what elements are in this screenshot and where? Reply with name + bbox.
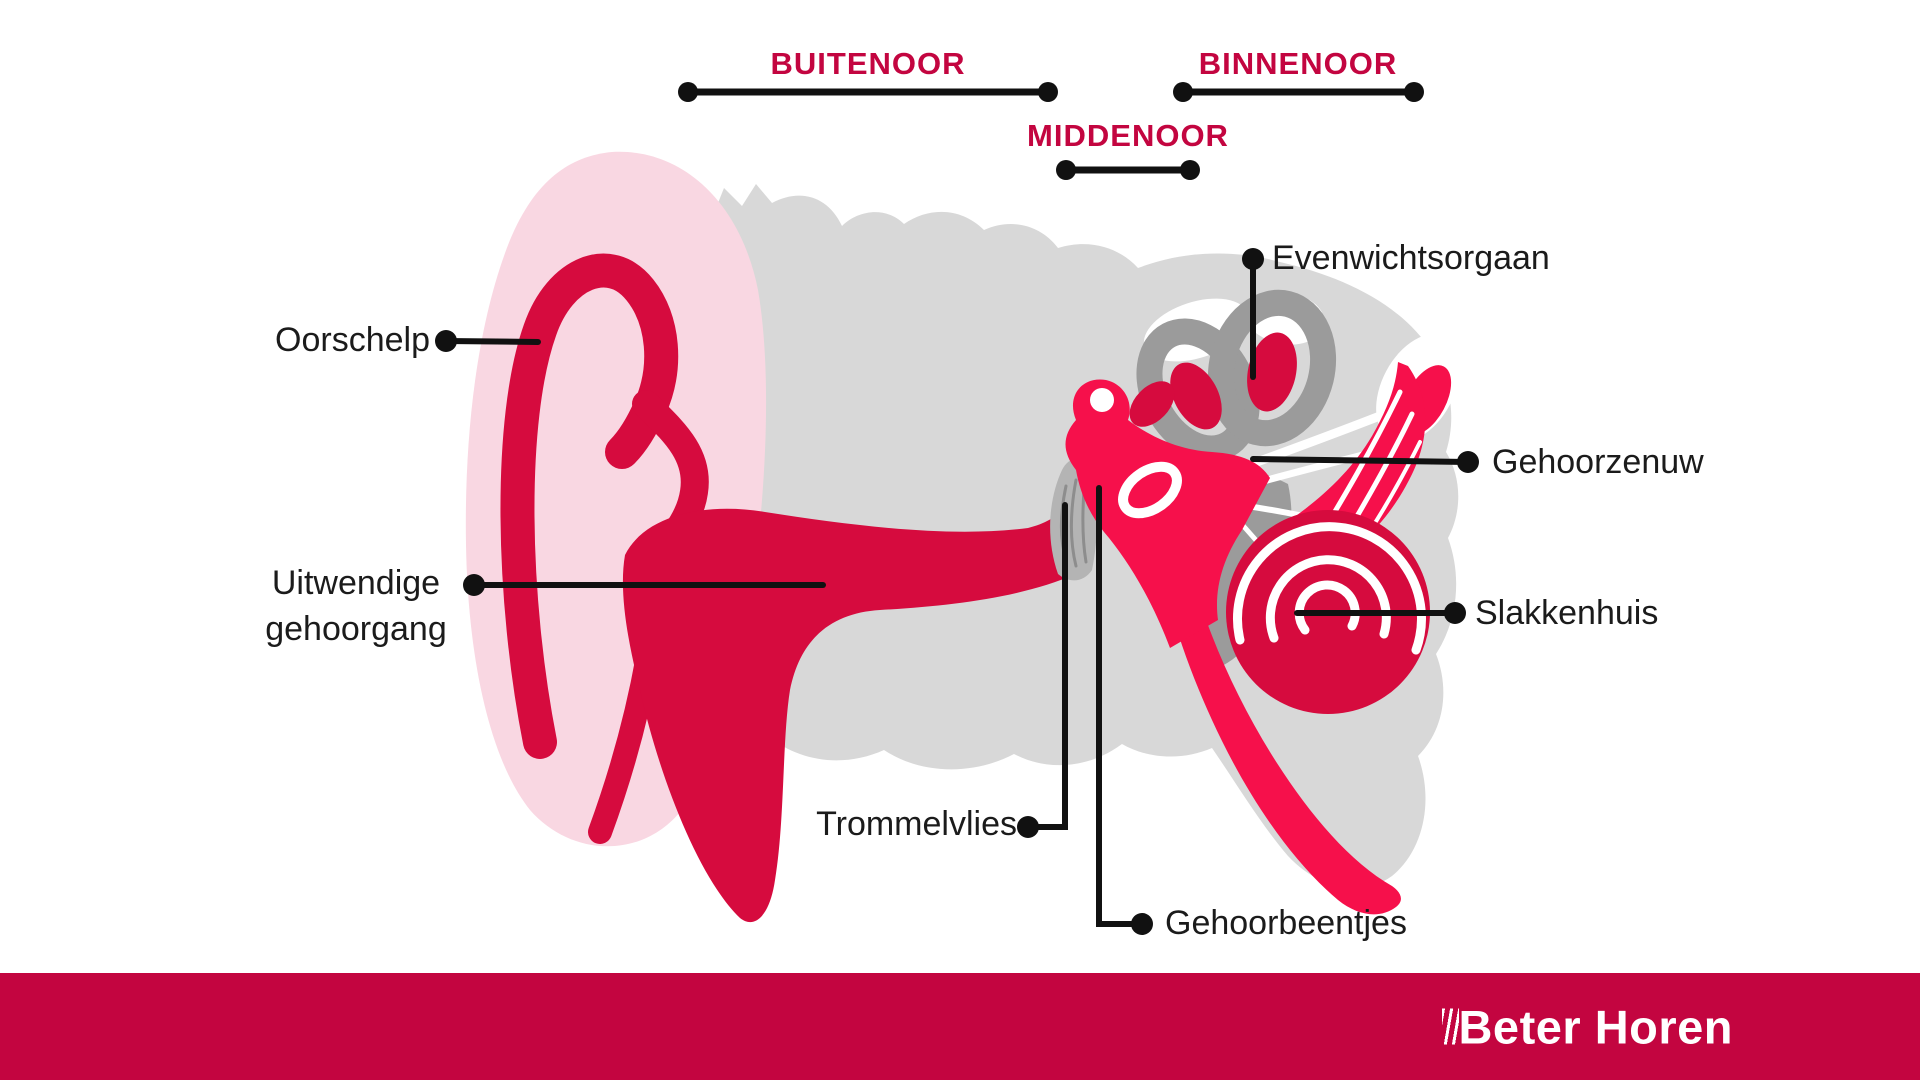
part-label-trommelvlies: Trommelvlies	[816, 805, 1017, 843]
trommelvlies-pointer-line	[1025, 502, 1068, 830]
region-label-buitenoor: BUITENOOR	[770, 46, 966, 81]
logo-hatch-icon	[1442, 1008, 1460, 1045]
part-label-uitwendige-line1: Uitwendige	[271, 564, 441, 602]
part-label-gehoorzenuw: Gehoorzenuw	[1492, 443, 1704, 481]
pointer-lines	[435, 248, 1479, 935]
part-label-oorschelp: Oorschelp	[275, 321, 430, 359]
part-label-slakkenhuis: Slakkenhuis	[1475, 594, 1659, 632]
gehoorzenuw-pointer-line	[1250, 456, 1471, 465]
oorschelp-pointer-line	[443, 338, 541, 345]
part-label-gehoorbeentjes: Gehoorbeentjes	[1165, 904, 1407, 942]
logo-text: Beter Horen	[1458, 1000, 1733, 1053]
gehoorbeentjes-pointer-line	[1096, 485, 1145, 927]
beter-horen-logo: Beter Horen	[1442, 999, 1733, 1054]
region-label-middenoor: MIDDENOOR	[1027, 118, 1229, 153]
footer-banner: Beter Horen	[0, 973, 1920, 1080]
ossicles-shape	[1065, 379, 1270, 648]
part-label-uitwendige-line2: gehoorgang	[265, 610, 447, 648]
region-brackets	[678, 82, 1424, 180]
region-label-binnenoor: BINNENOOR	[1198, 46, 1398, 81]
part-label-uitwendige-gehoorgang: Uitwendige gehoorgang	[265, 560, 447, 652]
ear-canal-shape	[622, 496, 1093, 923]
part-label-evenwichtsorgaan: Evenwichtsorgaan	[1272, 239, 1550, 277]
